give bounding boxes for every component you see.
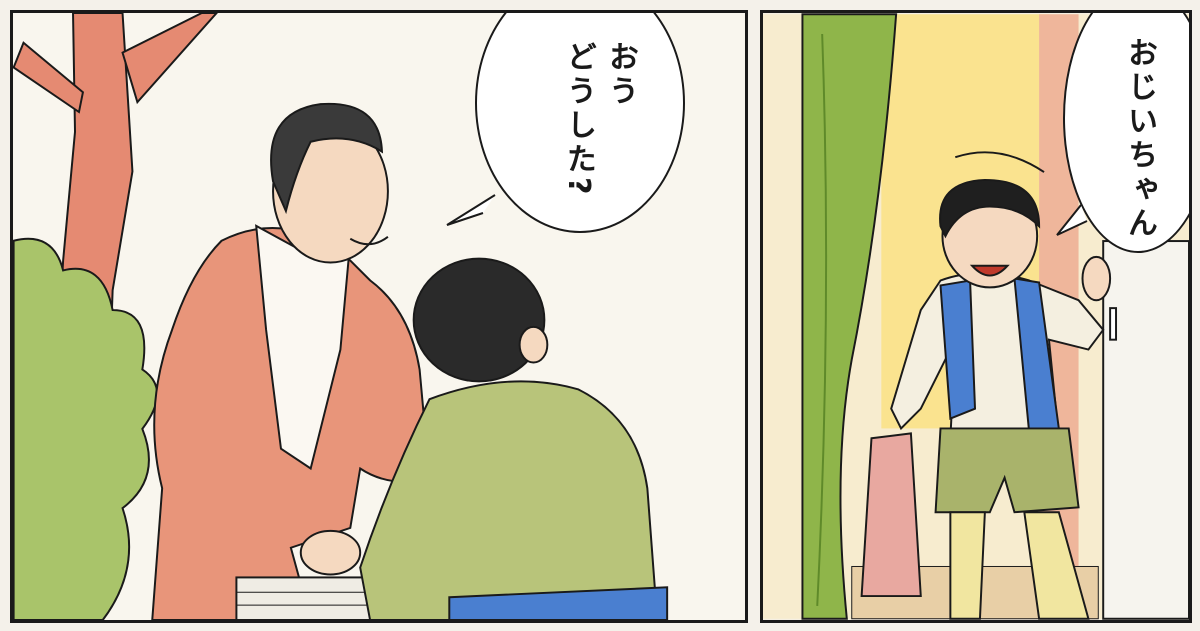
speech-bubble-grandfather xyxy=(475,13,685,233)
boy-ear xyxy=(518,325,549,364)
panel-boy-at-door: おじいちゃん xyxy=(760,10,1192,623)
boy-sweater xyxy=(359,380,659,620)
tree-branch-2 xyxy=(13,41,85,114)
boy-vest xyxy=(939,277,1060,435)
motion-lines xyxy=(954,151,1045,173)
boy-legs xyxy=(949,511,1090,620)
grandfather-hair xyxy=(270,102,384,215)
panel-grandfather-and-boy: おう どうした? xyxy=(10,10,748,623)
boy-head xyxy=(412,257,546,383)
door-handle xyxy=(1109,307,1118,341)
boy-hand xyxy=(1081,255,1112,302)
towel xyxy=(860,432,922,598)
tree-branch xyxy=(121,13,218,105)
speech-text-grandfather: おう どうした? xyxy=(561,41,638,199)
grandfather-mouth xyxy=(349,235,389,246)
boy-mouth xyxy=(969,264,1010,277)
boy-shorts xyxy=(934,427,1080,514)
boy-pants xyxy=(448,586,669,620)
speech-text-boy: おじいちゃん xyxy=(1122,37,1157,241)
speech-bubble-tail xyxy=(446,194,496,226)
boy-hair xyxy=(939,178,1041,239)
door xyxy=(1102,240,1189,620)
grandfather-hand xyxy=(299,529,362,576)
foliage xyxy=(13,237,158,620)
speech-bubble-tail-right xyxy=(1056,204,1088,236)
